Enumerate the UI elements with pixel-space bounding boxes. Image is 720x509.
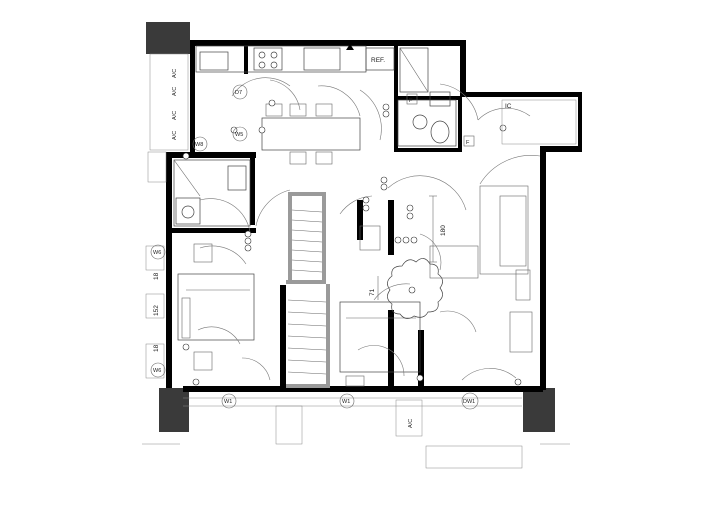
dimension-lines bbox=[377, 195, 437, 300]
label-ref: REF. bbox=[371, 57, 385, 64]
dining-table bbox=[261, 103, 361, 165]
door-swings bbox=[197, 77, 541, 381]
dim-180: 180 bbox=[440, 225, 447, 236]
label-w8: W8 bbox=[195, 142, 203, 148]
window-lines bbox=[142, 53, 577, 469]
kitchen-counter bbox=[195, 45, 395, 73]
label-ac-3: A/C bbox=[172, 111, 178, 120]
switch-symbols bbox=[182, 99, 522, 386]
label-ac-4: A/C bbox=[172, 131, 178, 140]
bathroom-main bbox=[397, 47, 457, 147]
wardrobes bbox=[286, 192, 330, 388]
entry-marker bbox=[346, 44, 354, 50]
bed-left bbox=[177, 243, 255, 371]
label-dw1: DW1 bbox=[463, 399, 475, 405]
label-ac-bottom: A/C bbox=[408, 419, 414, 428]
label-w1-left: W1 bbox=[224, 399, 232, 405]
column-bottom-left bbox=[159, 388, 189, 432]
label-w6-lower: W6 bbox=[153, 368, 161, 374]
label-f-bath: F bbox=[409, 98, 413, 104]
label-w1-mid: W1 bbox=[342, 399, 350, 405]
bathroom-small bbox=[173, 159, 251, 227]
label-w5: W5 bbox=[235, 132, 243, 138]
label-ac-2: A/C bbox=[172, 87, 178, 96]
interior-walls bbox=[166, 46, 462, 390]
dim-18-lower: 18 bbox=[153, 344, 160, 352]
dim-71: 71 bbox=[369, 288, 376, 296]
revision-cloud bbox=[387, 258, 443, 319]
column-bottom-right bbox=[523, 388, 555, 432]
bed-right bbox=[339, 301, 421, 387]
dim-152: 152 bbox=[153, 305, 160, 316]
label-w6-upper: W6 bbox=[153, 250, 161, 256]
label-ac-1: A/C bbox=[172, 69, 178, 78]
label-ic: IC bbox=[505, 103, 512, 110]
living-furniture bbox=[359, 185, 533, 353]
label-d7: D7 bbox=[235, 90, 242, 96]
column-top-left bbox=[146, 22, 190, 54]
label-f-hall: F bbox=[466, 140, 470, 146]
dim-18-upper: 18 bbox=[153, 272, 160, 280]
exterior-walls bbox=[166, 40, 582, 392]
